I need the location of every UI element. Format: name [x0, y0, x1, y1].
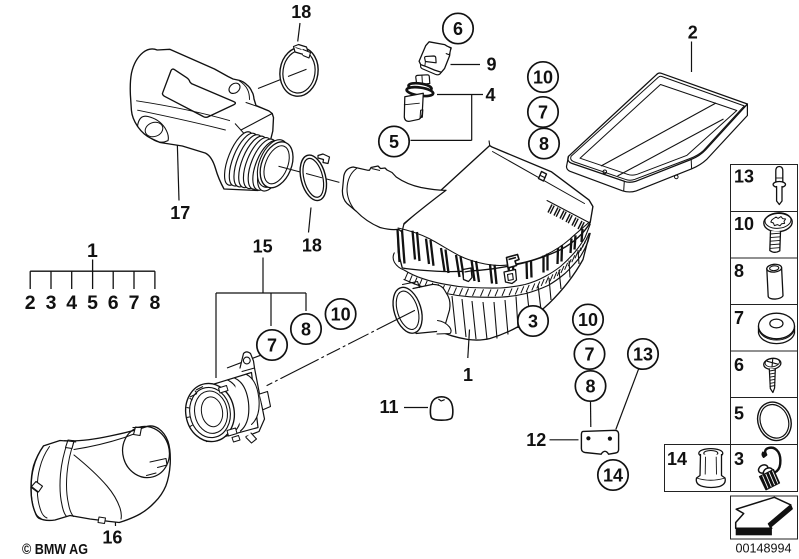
- svg-text:17: 17: [170, 203, 190, 223]
- svg-text:© BMW AG: © BMW AG: [22, 541, 88, 558]
- svg-text:3: 3: [734, 449, 744, 469]
- svg-text:3: 3: [46, 292, 57, 314]
- svg-text:12: 12: [526, 430, 546, 450]
- svg-text:6: 6: [453, 19, 463, 39]
- svg-text:13: 13: [633, 344, 653, 364]
- svg-text:10: 10: [331, 304, 351, 324]
- svg-text:8: 8: [301, 319, 311, 339]
- svg-text:4: 4: [66, 292, 77, 314]
- svg-text:5: 5: [389, 132, 399, 152]
- svg-text:18: 18: [302, 236, 322, 256]
- svg-text:14: 14: [603, 465, 623, 485]
- svg-text:10: 10: [578, 310, 598, 330]
- svg-text:1: 1: [87, 240, 98, 262]
- svg-text:18: 18: [291, 2, 311, 22]
- svg-text:7: 7: [584, 344, 594, 364]
- svg-text:2: 2: [25, 292, 36, 314]
- svg-text:8: 8: [734, 261, 744, 281]
- svg-text:4: 4: [485, 85, 495, 105]
- svg-text:5: 5: [734, 404, 744, 424]
- svg-text:16: 16: [102, 527, 122, 547]
- svg-text:14: 14: [667, 449, 687, 469]
- svg-text:6: 6: [734, 355, 744, 375]
- svg-text:8: 8: [149, 292, 160, 314]
- svg-text:2: 2: [688, 22, 698, 42]
- svg-text:11: 11: [379, 397, 398, 417]
- svg-text:6: 6: [108, 292, 119, 314]
- svg-text:13: 13: [734, 167, 754, 187]
- svg-text:7: 7: [129, 292, 140, 314]
- svg-text:8: 8: [539, 134, 549, 154]
- svg-text:8: 8: [585, 376, 595, 396]
- svg-text:15: 15: [253, 237, 273, 257]
- svg-text:10: 10: [533, 67, 553, 87]
- svg-text:7: 7: [267, 335, 277, 355]
- svg-text:5: 5: [87, 292, 98, 314]
- svg-text:10: 10: [734, 214, 754, 234]
- svg-text:00148994: 00148994: [735, 542, 791, 556]
- svg-text:9: 9: [486, 54, 496, 74]
- svg-text:1: 1: [463, 365, 473, 385]
- svg-text:3: 3: [528, 311, 538, 331]
- svg-text:7: 7: [538, 102, 548, 122]
- svg-text:7: 7: [734, 308, 744, 328]
